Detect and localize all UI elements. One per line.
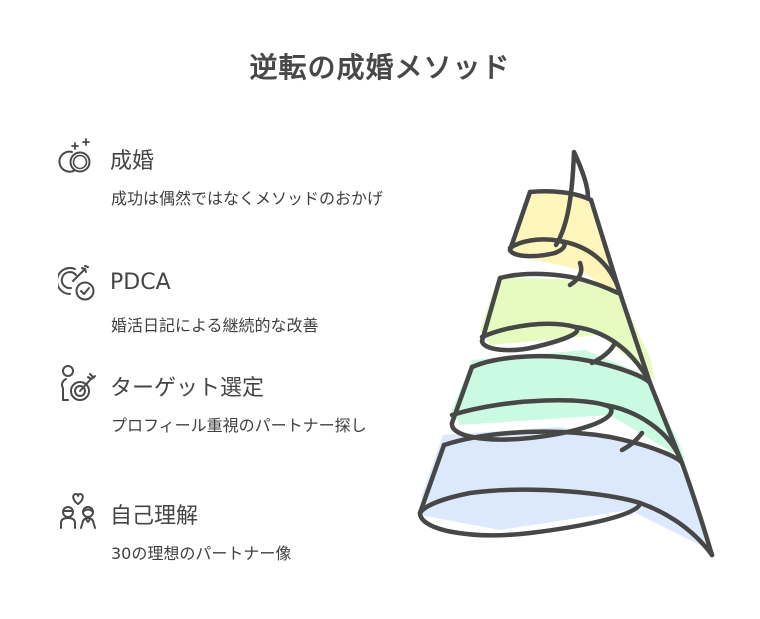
item-description: プロフィール重視のパートナー探し xyxy=(111,416,367,435)
item-heading: 成婚 xyxy=(110,149,155,174)
rings-sparkle-icon xyxy=(58,137,100,177)
item-description: 成功は偶然ではなくメソッドのおかげ xyxy=(111,189,384,208)
item-description: 30の理想のパートナー像 xyxy=(111,544,292,563)
couple-heart-icon xyxy=(58,492,100,532)
person-target-icon xyxy=(58,364,100,404)
target-check-icon xyxy=(56,264,100,304)
item-heading: PDCA xyxy=(110,270,171,295)
spiral-outline xyxy=(417,149,715,558)
item-heading: ターゲット選定 xyxy=(110,376,265,401)
spiral-cone-diagram xyxy=(410,145,730,565)
item-description: 婚活日記による継続的な改善 xyxy=(111,316,319,335)
item-heading: 自己理解 xyxy=(110,504,199,529)
page-title: 逆転の成婚メソッド xyxy=(249,51,511,84)
